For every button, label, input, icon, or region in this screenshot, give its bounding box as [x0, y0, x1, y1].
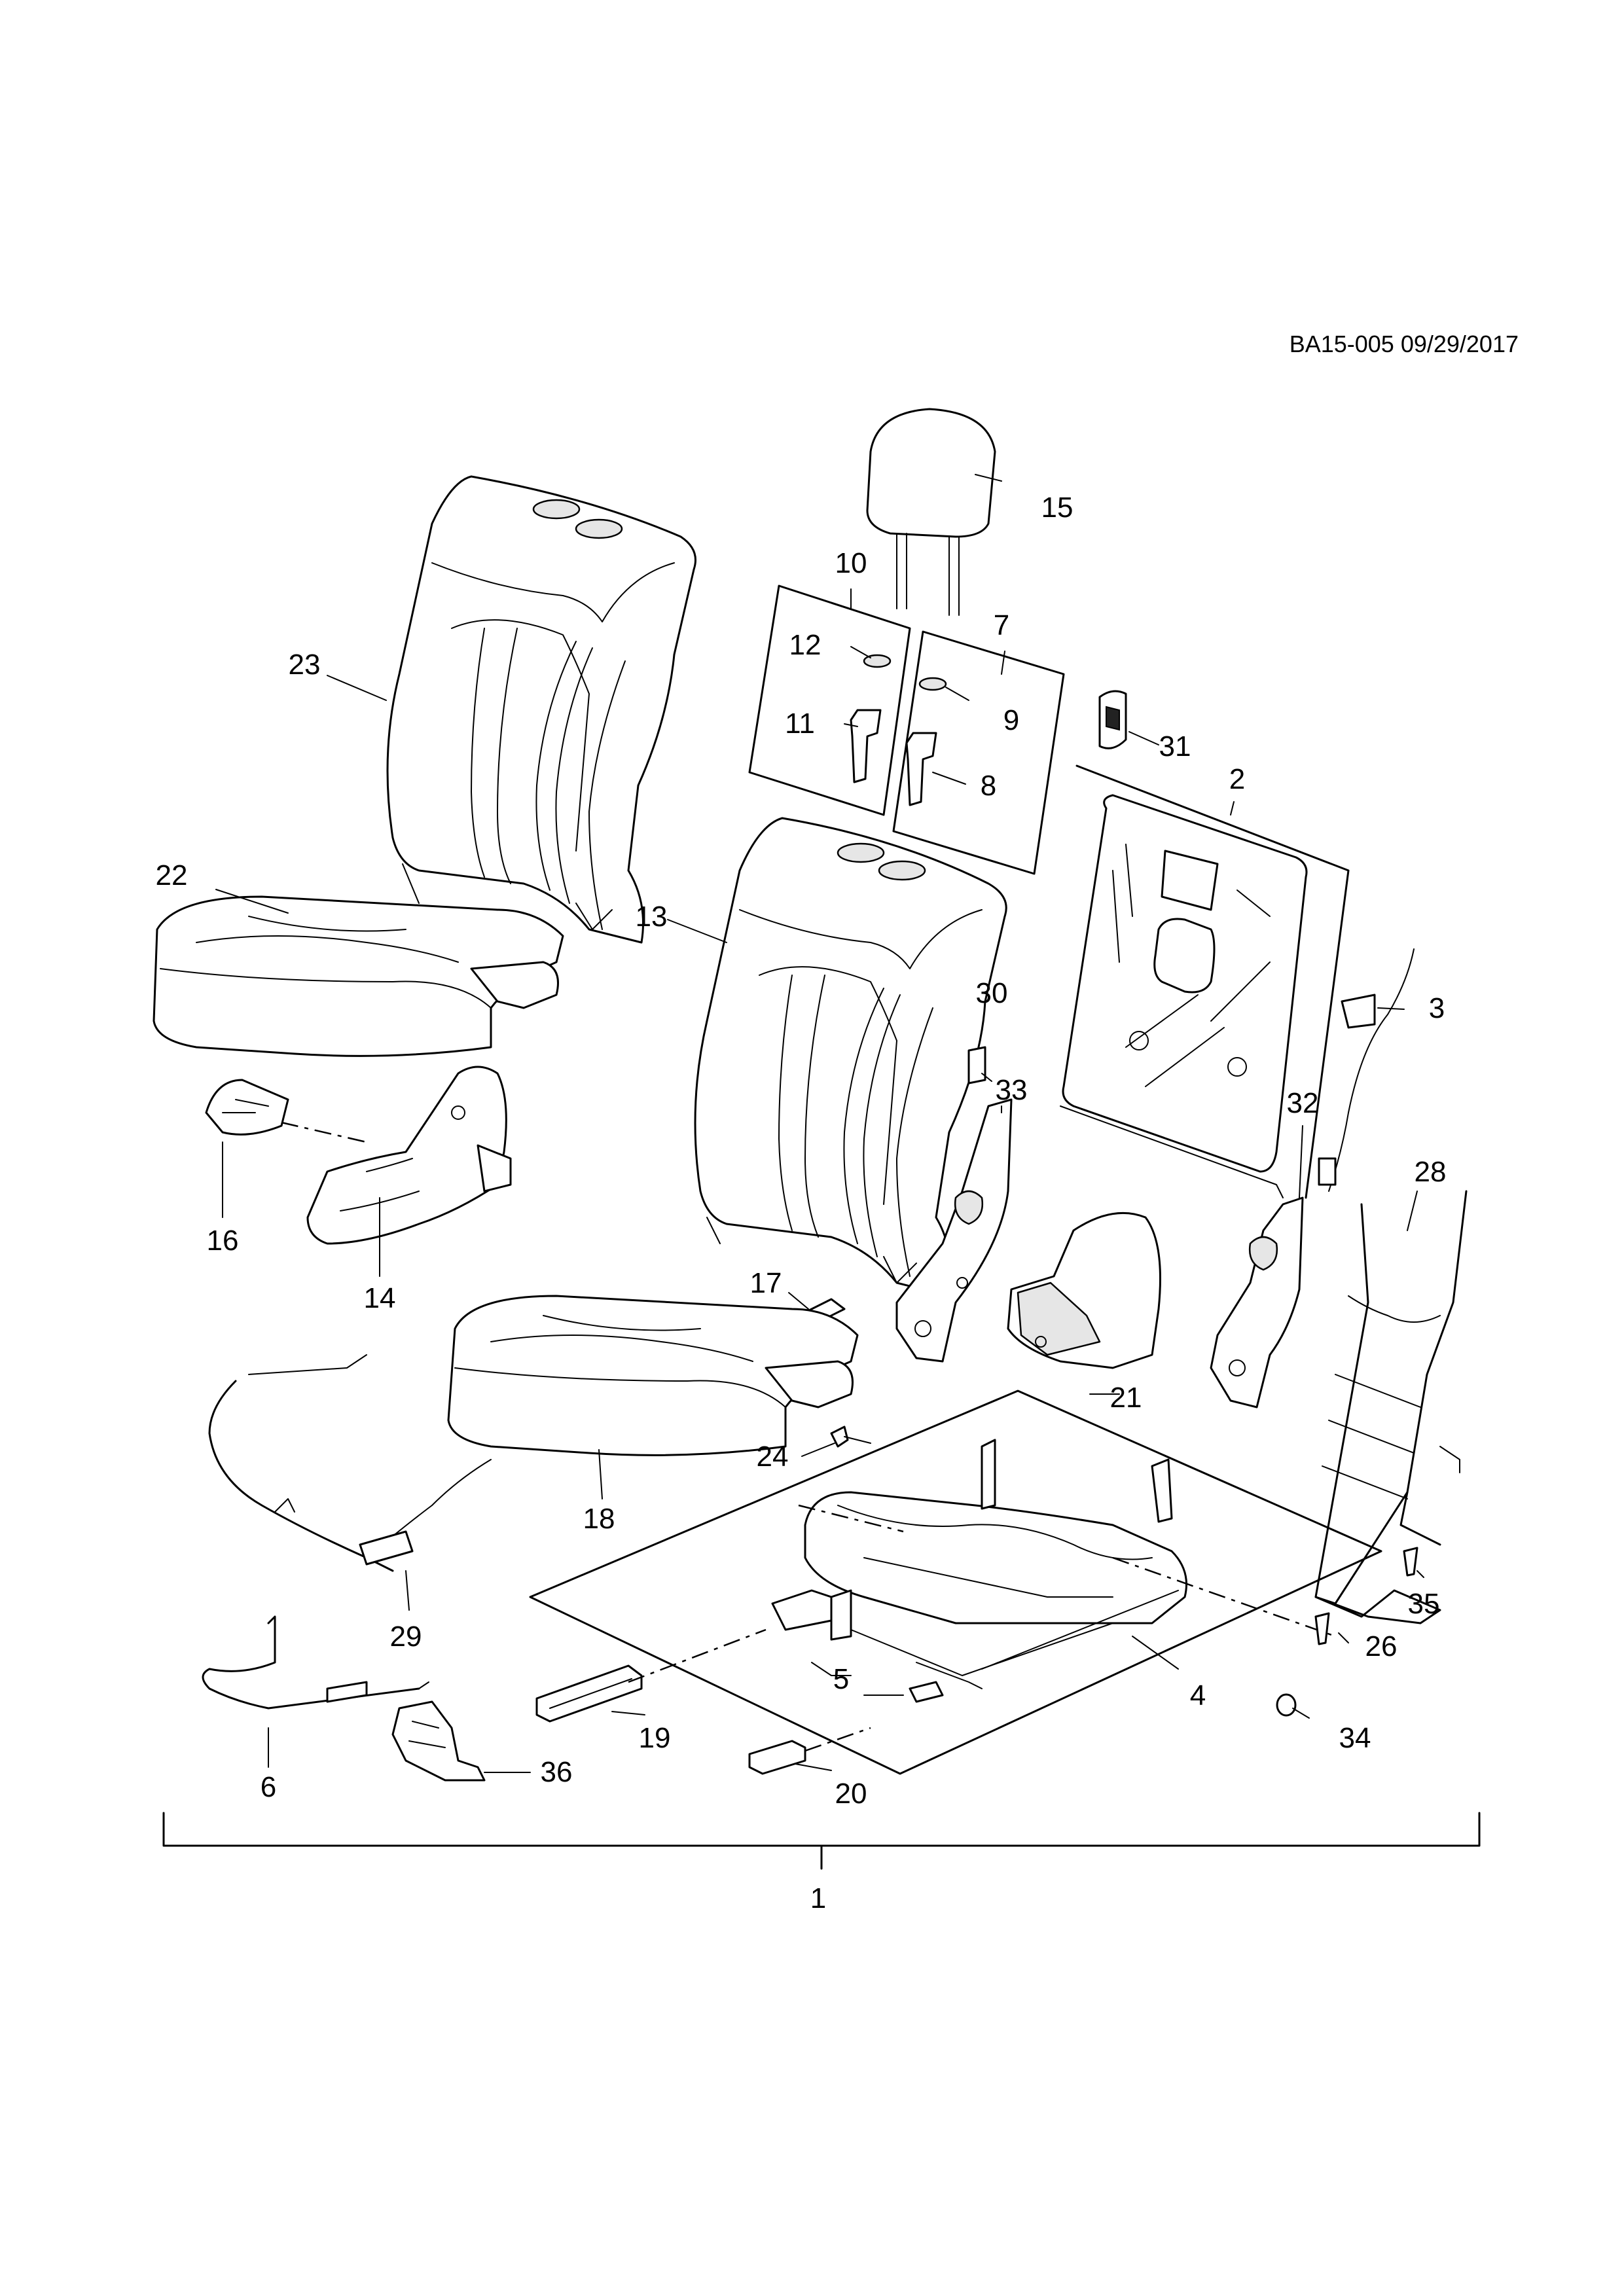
recliner-bracket-left-part [895, 1098, 1013, 1363]
wire-frame-part [1314, 1190, 1468, 1624]
assembly-bracket-1 [162, 1812, 1481, 1870]
recliner-bracket-right-part [1210, 1196, 1304, 1408]
callout-1: 1 [810, 1882, 826, 1914]
callout-8: 8 [981, 770, 996, 802]
callout-32: 32 [1287, 1087, 1319, 1119]
callout-4: 4 [1190, 1679, 1206, 1712]
latch-handle-part [1098, 690, 1127, 749]
seatback-cover-upper-part [386, 475, 696, 944]
side-trim-upper-part [205, 1066, 512, 1245]
callout-29: 29 [390, 1621, 422, 1653]
callout-20: 20 [835, 1778, 867, 1810]
callout-labels: 1 2 3 4 5 6 7 8 9 10 11 12 13 14 15 16 1… [156, 492, 1447, 1914]
headrest-part [866, 408, 996, 616]
callout-33: 33 [996, 1074, 1028, 1106]
screw-26-part [1314, 1612, 1330, 1645]
callout-36: 36 [541, 1756, 573, 1788]
callout-34: 34 [1339, 1722, 1371, 1754]
release-cable-part [1318, 948, 1415, 1192]
bracket-36-part [391, 1700, 486, 1782]
callout-17: 17 [750, 1267, 782, 1299]
rail-cover-19-part [535, 1628, 767, 1723]
seatback-lower-part [694, 817, 1007, 1297]
bolt-24-part [830, 1426, 871, 1448]
callout-31: 31 [1159, 730, 1191, 762]
seat-adjuster-box [529, 1390, 1382, 1775]
callout-26: 26 [1365, 1630, 1398, 1662]
callout-7: 7 [994, 609, 1009, 641]
wire-harness-29-part [208, 1354, 492, 1572]
rail-cover-20-part [748, 1727, 871, 1775]
callout-16: 16 [207, 1225, 239, 1257]
callout-22: 22 [156, 859, 188, 891]
callout-23: 23 [289, 649, 321, 681]
screw-35-part [1403, 1547, 1418, 1577]
seatback-frame-part [1060, 764, 1350, 1199]
callout-15: 15 [1041, 492, 1074, 524]
callout-18: 18 [583, 1503, 615, 1535]
callout-3: 3 [1429, 992, 1445, 1024]
rod-6-part [202, 1615, 429, 1710]
callout-2: 2 [1229, 763, 1245, 795]
callout-19: 19 [639, 1722, 671, 1754]
callout-30: 30 [976, 977, 1008, 1009]
callout-35: 35 [1408, 1588, 1440, 1620]
leader-lines [215, 474, 1424, 1773]
seat-cushion-lower-part [447, 1295, 859, 1456]
side-shield-part [1007, 1211, 1161, 1369]
trim-clip-part [967, 1046, 986, 1085]
callout-14: 14 [364, 1282, 396, 1314]
guide-kit-boxes [748, 584, 1065, 875]
seat-cushion-upper-part [153, 895, 564, 1057]
callout-9: 9 [1003, 704, 1019, 736]
callout-6: 6 [261, 1771, 276, 1803]
callout-11: 11 [785, 708, 815, 740]
callout-28: 28 [1415, 1156, 1447, 1188]
plug-34-part [1276, 1693, 1297, 1717]
callout-24: 24 [757, 1441, 789, 1473]
drawing-reference: BA15-005 09/29/2017 [1290, 331, 1519, 357]
callout-10: 10 [835, 547, 867, 579]
callout-5: 5 [833, 1663, 849, 1695]
callout-12: 12 [789, 629, 821, 661]
callout-13: 13 [636, 901, 668, 933]
callout-21: 21 [1110, 1382, 1142, 1414]
